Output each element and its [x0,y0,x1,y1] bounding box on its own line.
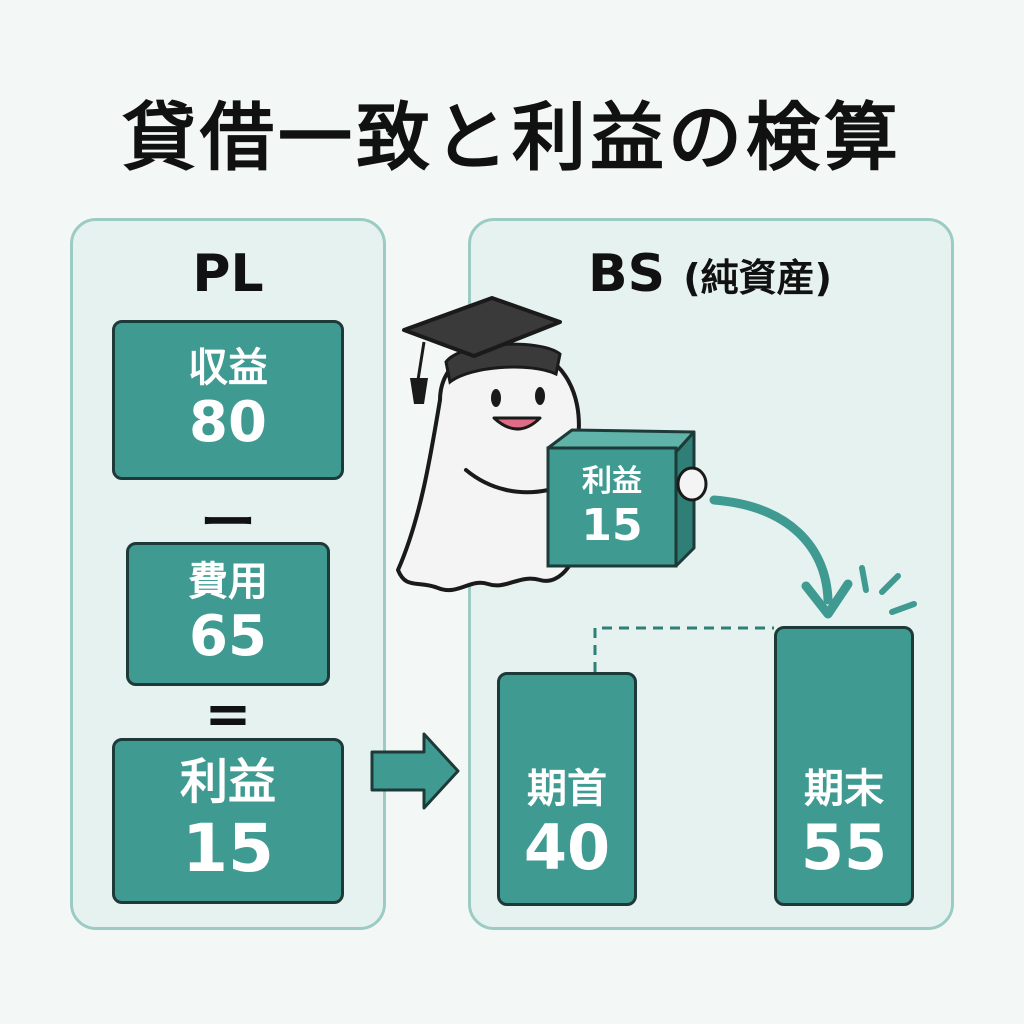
expense-label: 費用 [188,558,268,605]
page-title: 貸借一致と利益の検算 [122,95,902,181]
profit-value: 15 [182,809,274,887]
expense-value: 65 [189,603,267,669]
equals-operator: = [204,682,252,747]
ending-value: 55 [800,810,888,884]
beginning-value: 40 [523,810,611,884]
carried-profit-value: 15 [581,499,643,551]
ending-equity-bar: 期末 55 [774,626,914,906]
profit-label: 利益 [179,754,276,811]
ending-label: 期末 [804,765,884,812]
carried-profit-card: 利益 15 [548,452,676,564]
bs-heading-sub: (純資産) [683,256,832,300]
beginning-equity-bar: 期首 40 [497,672,637,906]
beginning-label: 期首 [527,765,607,812]
bs-heading: BS (純資産) [500,244,920,304]
revenue-box: 収益 80 [112,320,344,480]
revenue-value: 80 [189,389,267,455]
bs-heading-main: BS [588,244,666,304]
carried-profit-label: 利益 [582,463,642,499]
revenue-label: 収益 [188,344,268,391]
profit-box: 利益 15 [112,738,344,904]
expense-box: 費用 65 [126,542,330,686]
pl-heading: PL [192,244,264,304]
